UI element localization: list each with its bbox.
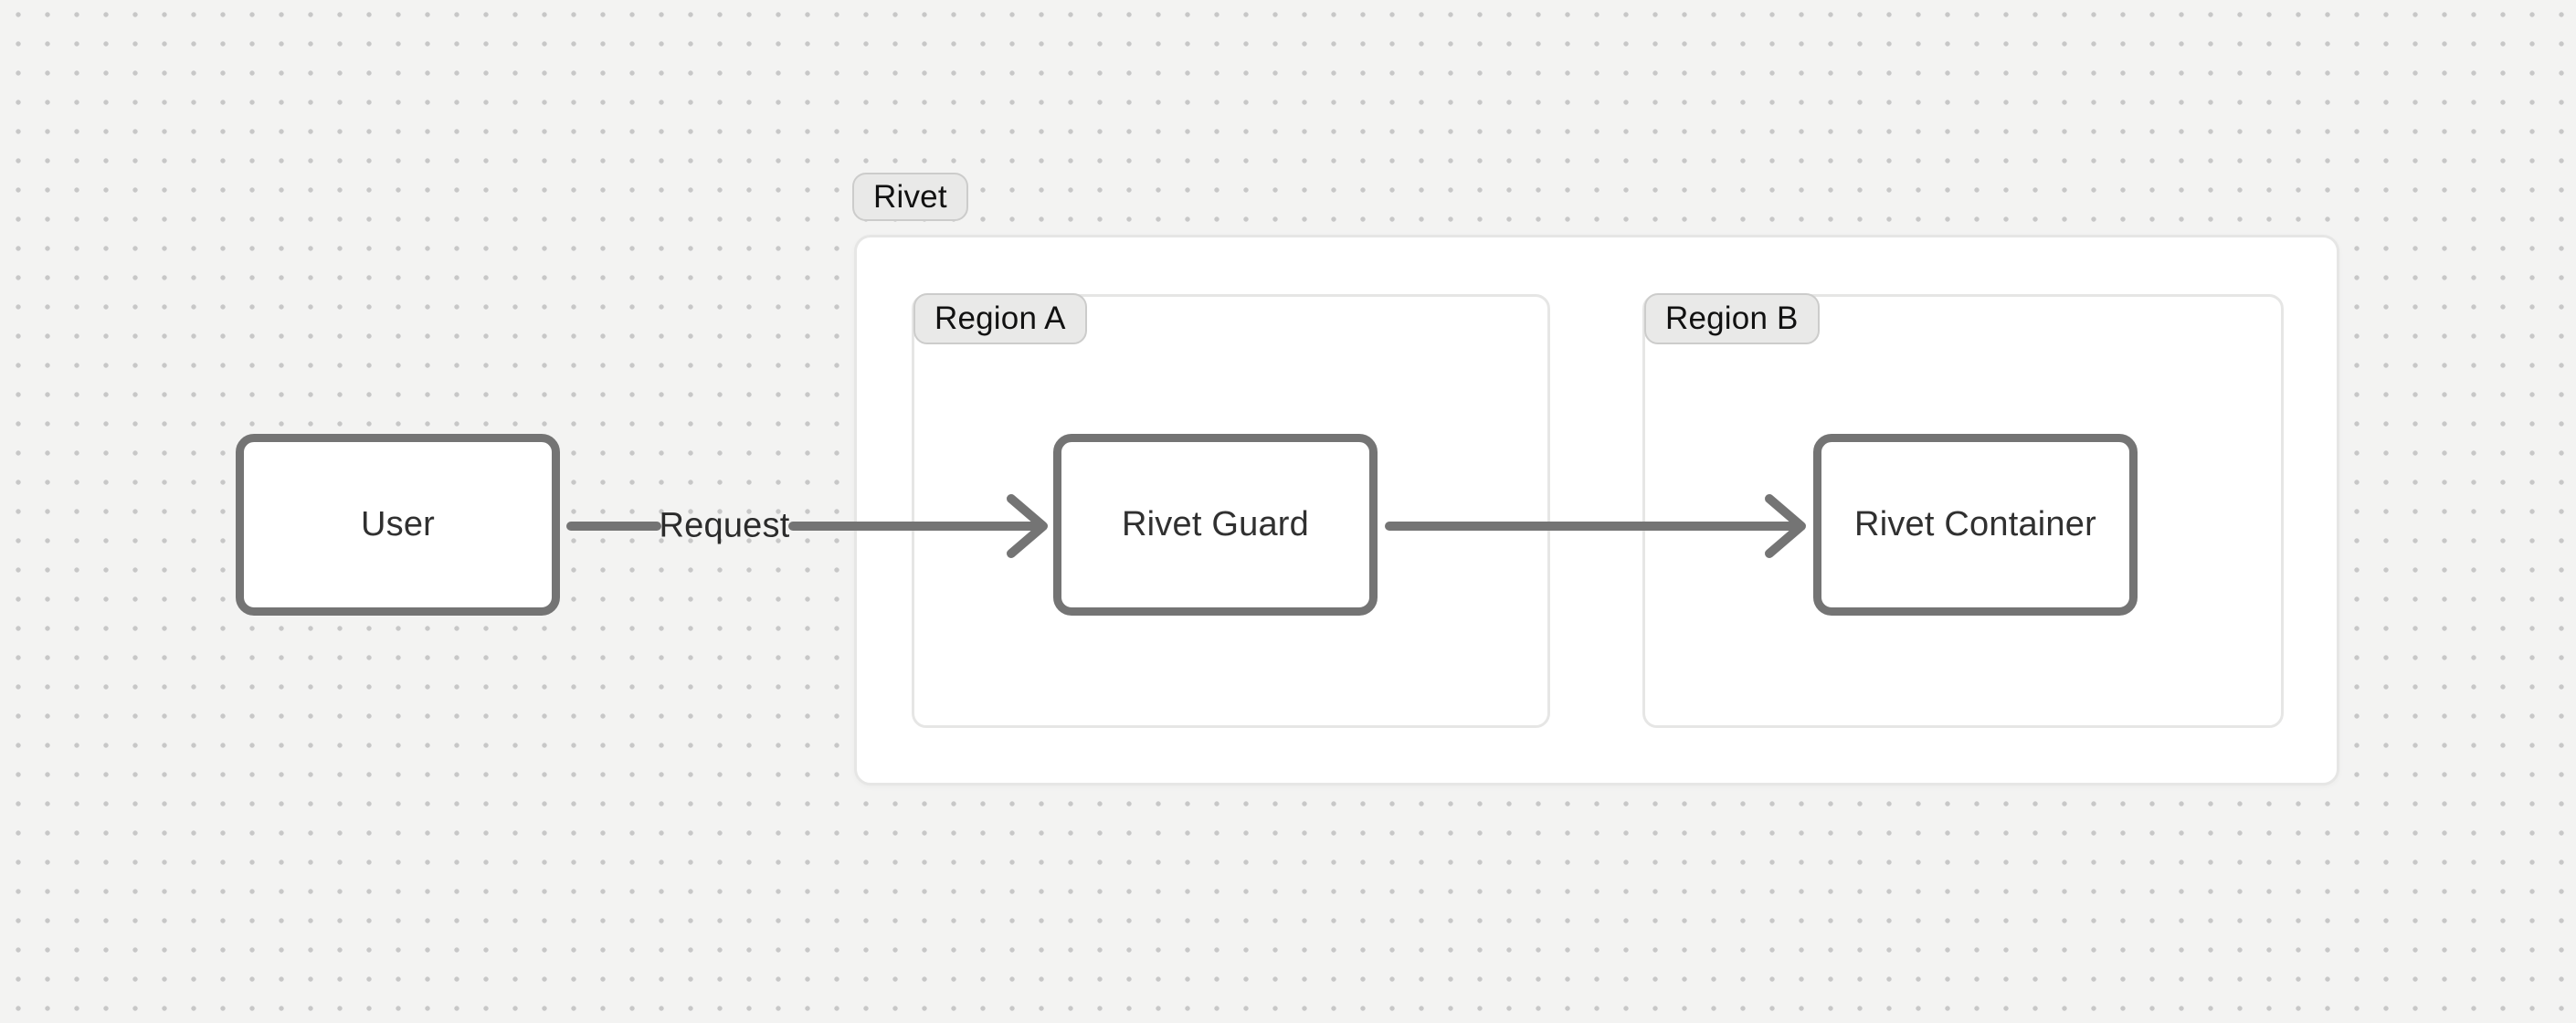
node-rivet-container-label: Rivet Container bbox=[1854, 505, 2096, 543]
region-a-badge: Region A bbox=[913, 293, 1087, 344]
node-rivet-container: Rivet Container bbox=[1813, 434, 2138, 616]
node-rivet-guard: Rivet Guard bbox=[1053, 434, 1378, 616]
region-b-label: Region B bbox=[1665, 301, 1799, 336]
frame-rivet-badge: Rivet bbox=[852, 173, 968, 221]
frame-rivet-label: Rivet bbox=[873, 178, 947, 215]
node-user: User bbox=[236, 434, 560, 616]
region-b-badge: Region B bbox=[1644, 293, 1820, 344]
node-rivet-guard-label: Rivet Guard bbox=[1122, 505, 1309, 543]
edge-label-request: Request bbox=[659, 506, 790, 545]
node-user-label: User bbox=[360, 505, 436, 543]
region-a-label: Region A bbox=[934, 301, 1066, 336]
